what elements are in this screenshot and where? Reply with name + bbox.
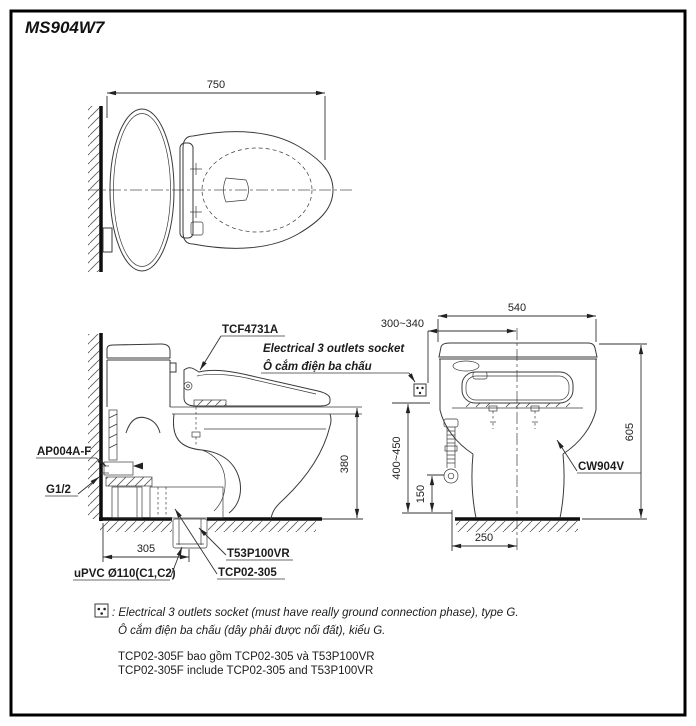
legend: : Electrical 3 outlets socket (must have…	[94, 603, 519, 677]
dim-height-text: 605	[624, 423, 636, 441]
socket-symbol	[413, 383, 427, 397]
seat-hatch-ticks	[465, 402, 571, 408]
label-bowl: CW904V	[556, 439, 641, 474]
wall-hatch	[88, 334, 100, 519]
legend-socket-note-vi: Ô cắm điện ba chấu (dây phải được nối đấ…	[118, 624, 385, 637]
svg-text:CW904V: CW904V	[578, 461, 624, 473]
dim-width-text: 540	[508, 302, 526, 314]
seat-opening	[201, 147, 313, 233]
svg-text:T53P100VR: T53P100VR	[227, 548, 290, 560]
dim-750: 750	[106, 79, 326, 160]
dim-valve-height: 150	[415, 474, 444, 512]
floor-hatch	[456, 521, 578, 532]
label-flange: T53P100VR	[198, 527, 293, 561]
legend-set-note-en: TCP02-305F include TCP02-305 and T53P100…	[118, 665, 373, 677]
dim-rough-in-text: 305	[137, 543, 155, 555]
dim-seat-height: 380	[322, 408, 363, 520]
bolt-cross-marks	[190, 163, 202, 218]
supply-hose-valve	[443, 418, 459, 484]
floor-hatch	[100, 521, 172, 532]
svg-text:G1/2: G1/2	[46, 484, 71, 496]
dim-socket-offset-text: 300~340	[381, 318, 424, 330]
tank-lid-outline	[109, 108, 175, 272]
jet-outline	[223, 177, 249, 203]
wall-hatch	[88, 106, 100, 272]
dim-valve-height-text: 150	[415, 485, 427, 503]
washlet-plan	[179, 142, 194, 239]
label-stop-valve: AP004A-F	[36, 446, 107, 467]
seat-bolt	[191, 407, 201, 446]
socket-symbol-legend	[94, 603, 109, 618]
socket-label-en: Electrical 3 outlets socket	[263, 343, 405, 355]
svg-text:TCP02-305: TCP02-305	[218, 567, 277, 579]
dim-socket-offset: 300~340	[381, 318, 516, 383]
dim-height: 605	[582, 343, 647, 520]
dim-seat-height-text: 380	[339, 455, 351, 473]
front-view: Electrical 3 outlets socket Ô cắm điện b…	[261, 302, 647, 552]
seat-outline	[182, 131, 334, 249]
dim-valve-offset-text: 250	[475, 532, 493, 544]
side-view: 380 305 TCF4731A AP004A-F G1/2 uPVC Ø110…	[36, 324, 363, 581]
dim-socket-height: 400~450	[391, 402, 452, 514]
tank-profile	[106, 343, 177, 407]
dim-rough-in: 305	[102, 523, 190, 562]
socket-label: Electrical 3 outlets socket Ô cắm điện b…	[261, 343, 416, 383]
label-adapter: TCP02-305	[174, 508, 285, 580]
label-thread: G1/2	[45, 476, 100, 497]
label-drain-pipe: uPVC Ø110(C1,C2)	[73, 546, 183, 581]
bowl-profile	[125, 413, 332, 520]
legend-socket-note-en: : Electrical 3 outlets socket (must have…	[112, 607, 519, 619]
tank-front	[438, 342, 598, 519]
border-frame	[9, 9, 687, 717]
label-washlet: TCF4731A	[199, 324, 285, 371]
svg-text:TCF4731A: TCF4731A	[222, 324, 278, 336]
flush-valve-assembly	[101, 409, 153, 519]
dim-depth-text: 750	[207, 79, 225, 91]
dim-width: 540	[437, 302, 597, 342]
top-view: 750	[88, 79, 352, 272]
svg-text:uPVC Ø110(C1,C2): uPVC Ø110(C1,C2)	[74, 568, 176, 580]
washlet-seat-profile	[183, 367, 331, 407]
legend-set-note-vi: TCP02-305F bao gồm TCP02-305 và T53P100V…	[118, 651, 375, 663]
control-plan	[190, 221, 204, 236]
dim-valve-offset: 250	[451, 510, 517, 551]
page-title: MS904W7	[25, 18, 106, 37]
socket-label-vi: Ô cắm điện ba chấu	[263, 360, 372, 373]
lid-bumper	[102, 227, 113, 253]
svg-text:AP004A-F: AP004A-F	[37, 446, 91, 458]
dim-socket-height-text: 400~450	[391, 436, 403, 479]
floor-hatch	[208, 521, 316, 532]
tank-lid-inner	[113, 113, 171, 267]
seat-bolts-front	[488, 405, 540, 429]
